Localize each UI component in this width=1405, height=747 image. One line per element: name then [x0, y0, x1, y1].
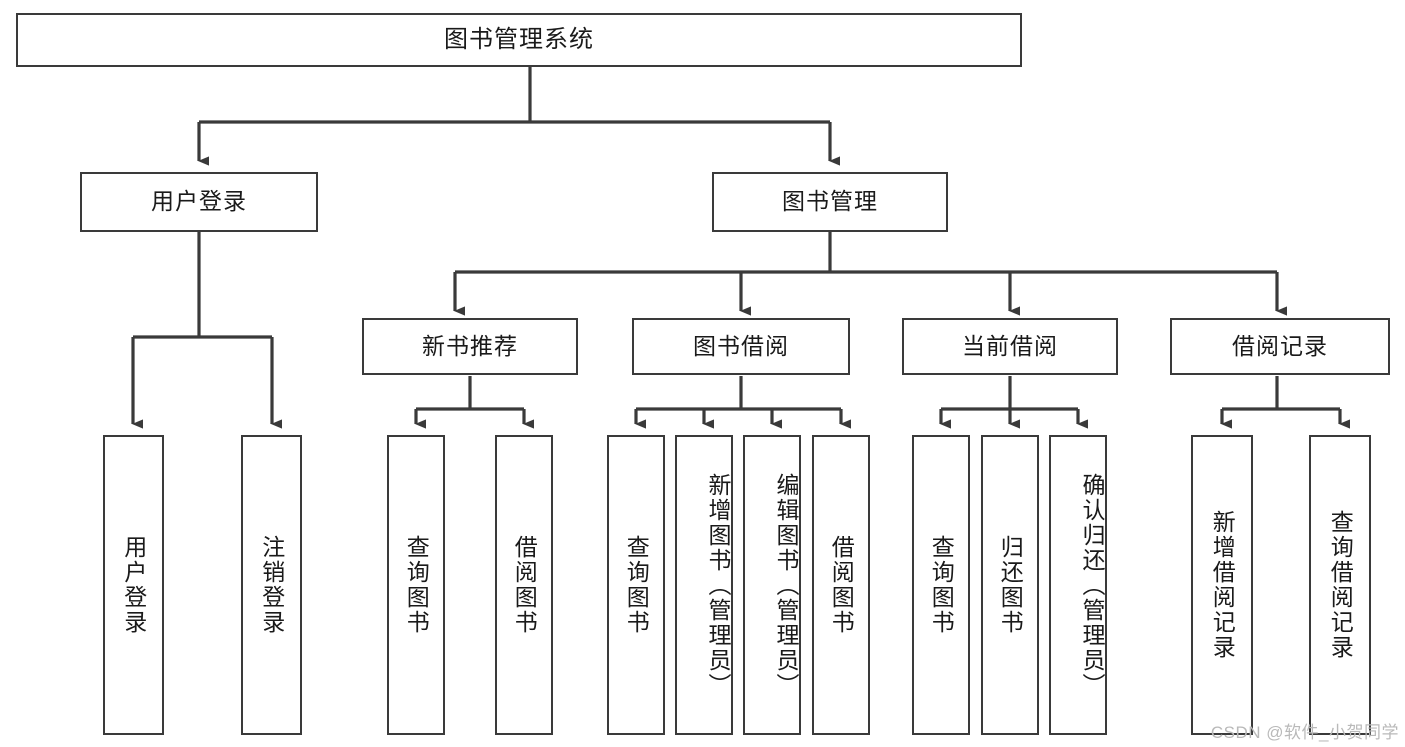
node-leaf-query-books-1[interactable]: 查询图书 [387, 435, 445, 735]
node-leaf-query-borrow-record[interactable]: 查询借阅记录 [1309, 435, 1371, 735]
node-leaf-logout-login[interactable]: 注销登录 [241, 435, 302, 735]
node-borrow-record[interactable]: 借阅记录 [1170, 318, 1390, 375]
node-leaf-query-books-3[interactable]: 查询图书 [912, 435, 970, 735]
node-user-login[interactable]: 用户登录 [80, 172, 318, 232]
watermark-text: CSDN @软件_小贺同学 [1210, 723, 1399, 742]
node-root-system[interactable]: 图书管理系统 [16, 13, 1022, 67]
node-current-borrow[interactable]: 当前借阅 [902, 318, 1118, 375]
node-book-borrow[interactable]: 图书借阅 [632, 318, 850, 375]
node-leaf-add-borrow-record[interactable]: 新增借阅记录 [1191, 435, 1253, 735]
node-leaf-return-books[interactable]: 归还图书 [981, 435, 1039, 735]
node-leaf-confirm-return-admin[interactable]: 确认归还（管理员） [1049, 435, 1107, 735]
node-leaf-add-book-admin[interactable]: 新增图书（管理员） [675, 435, 733, 735]
node-leaf-borrow-books-1[interactable]: 借阅图书 [495, 435, 553, 735]
node-leaf-user-login[interactable]: 用户登录 [103, 435, 164, 735]
node-leaf-query-books-2[interactable]: 查询图书 [607, 435, 665, 735]
node-leaf-edit-book-admin[interactable]: 编辑图书（管理员） [743, 435, 801, 735]
node-leaf-borrow-books-2[interactable]: 借阅图书 [812, 435, 870, 735]
node-new-book-recommend[interactable]: 新书推荐 [362, 318, 578, 375]
node-book-management[interactable]: 图书管理 [712, 172, 948, 232]
